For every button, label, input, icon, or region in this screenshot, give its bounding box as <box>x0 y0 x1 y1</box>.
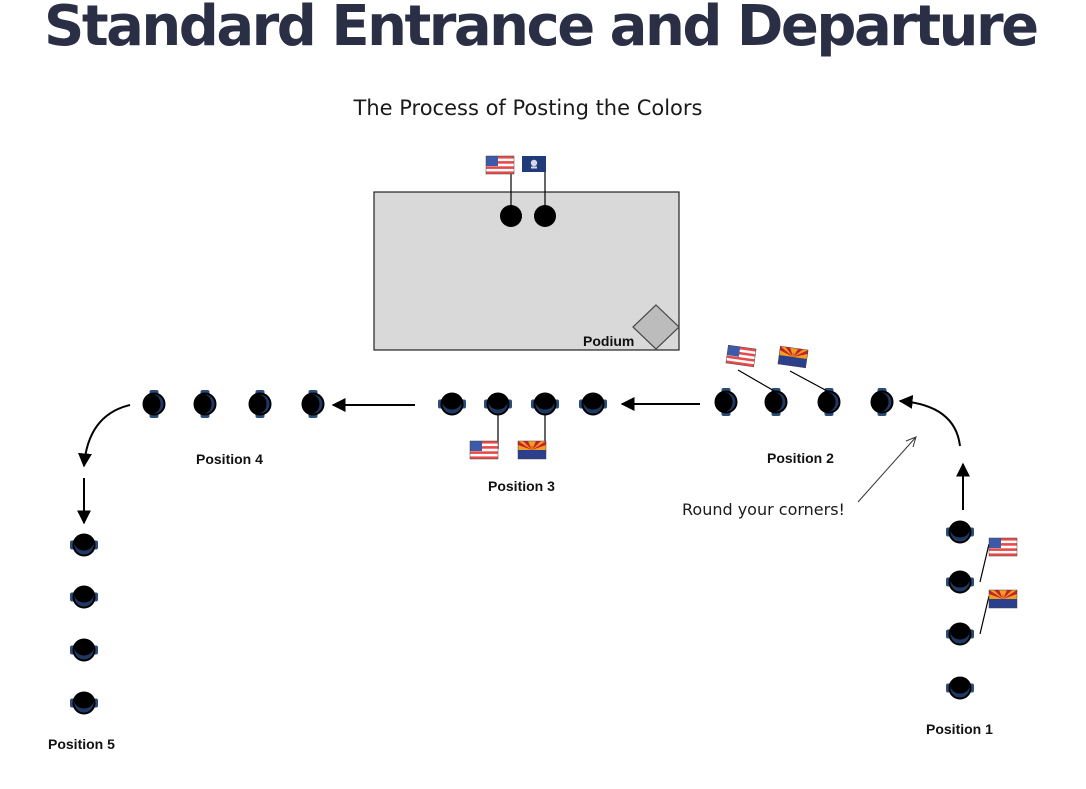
podium-label: Podium <box>583 333 634 349</box>
color-guard-member-icon <box>437 392 467 416</box>
us-flag-icon <box>725 344 757 368</box>
color-guard-member-icon <box>142 389 166 419</box>
color-guard-member-icon <box>817 387 841 417</box>
color-guard-member-icon <box>870 387 894 417</box>
color-guard-member-icon <box>69 638 99 662</box>
page-title: Standard Entrance and Departure <box>44 0 1039 59</box>
color-guard-member-icon <box>945 622 975 646</box>
color-guard-member-icon <box>764 387 788 417</box>
us-flag-icon <box>988 537 1018 557</box>
posted-stand-icon <box>500 205 522 227</box>
arizona-flag-icon <box>517 440 547 460</box>
color-guard-member-icon <box>193 389 217 419</box>
color-guard-member-icon <box>69 691 99 715</box>
position-4-label: Position 4 <box>196 451 263 467</box>
us-flag-icon <box>469 440 499 460</box>
arizona-flag-icon <box>988 589 1018 609</box>
color-guard-member-icon <box>69 533 99 557</box>
color-guard-member-icon <box>945 570 975 594</box>
position-2-label: Position 2 <box>767 450 834 466</box>
color-guard-member-icon <box>248 389 272 419</box>
callout-pointer <box>857 436 917 503</box>
us-flag-icon <box>485 155 515 175</box>
seal-flag-icon <box>522 156 546 172</box>
position-3-label: Position 3 <box>488 478 555 494</box>
stage-area <box>373 191 680 351</box>
color-guard-member-icon <box>483 392 513 416</box>
position-1-label: Position 1 <box>926 721 993 737</box>
podium-icon <box>632 304 680 350</box>
color-guard-member-icon <box>714 387 738 417</box>
color-guard-member-icon <box>945 520 975 544</box>
diagram-subtitle: The Process of Posting the Colors <box>353 96 703 120</box>
color-guard-member-icon <box>530 392 560 416</box>
posted-stand-icon <box>534 205 556 227</box>
arizona-flag-icon <box>777 345 809 369</box>
position-5-label: Position 5 <box>48 736 115 752</box>
callout-text: Round your corners! <box>682 500 845 519</box>
color-guard-member-icon <box>69 585 99 609</box>
movement-arrow <box>78 404 131 468</box>
color-guard-member-icon <box>945 676 975 700</box>
movement-arrow <box>898 394 961 447</box>
color-guard-member-icon <box>578 392 608 416</box>
color-guard-member-icon <box>301 389 325 419</box>
